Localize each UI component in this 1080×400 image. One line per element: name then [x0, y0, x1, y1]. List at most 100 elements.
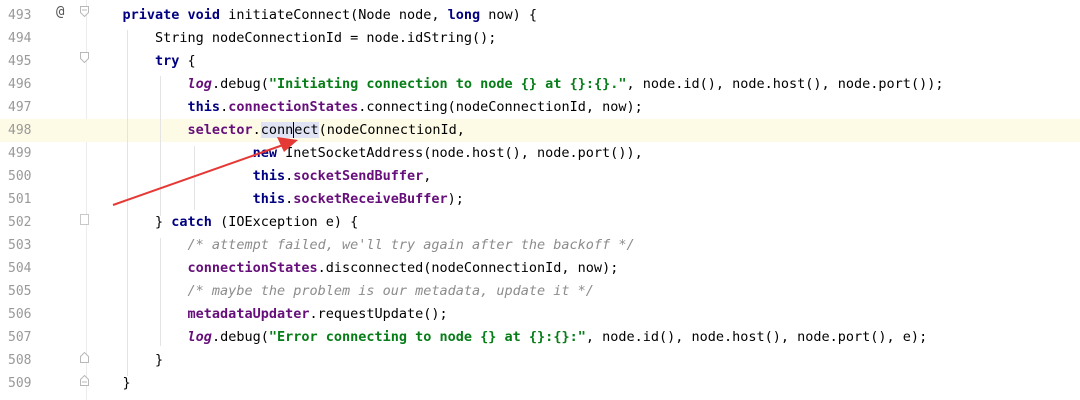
line-number: 507	[8, 330, 32, 345]
fold-open-icon[interactable]	[80, 6, 89, 17]
code-token: selector	[187, 122, 253, 138]
code-text[interactable]: metadataUpdater.requestUpdate();	[90, 303, 448, 326]
code-token: .	[285, 168, 294, 184]
fold-close-icon[interactable]	[80, 352, 89, 363]
code-token: .requestUpdate();	[309, 306, 448, 322]
code-line[interactable]: 495 try {	[0, 50, 1080, 73]
code-text[interactable]: log.debug("Initiating connection to node…	[90, 73, 944, 96]
code-token: ,	[423, 168, 432, 184]
code-token: , node.id(), node.host(), node.port());	[626, 76, 944, 92]
line-number: 504	[8, 261, 32, 276]
code-text[interactable]: } catch (IOException e) {	[90, 211, 358, 234]
code-line[interactable]: 496 log.debug("Initiating connection to …	[0, 73, 1080, 96]
line-number: 509	[8, 376, 32, 391]
fold-open-icon[interactable]	[80, 52, 89, 63]
code-token: try	[155, 53, 188, 69]
code-token: initiateConnect(Node node,	[228, 7, 448, 23]
code-text[interactable]: log.debug("Error connecting to node {} a…	[90, 326, 928, 349]
line-number: 494	[8, 31, 32, 46]
code-line[interactable]: 508 }	[0, 349, 1080, 372]
code-token: .debug(	[211, 76, 269, 92]
code-text[interactable]: this.connectionStates.connecting(nodeCon…	[90, 96, 643, 119]
code-token: this	[252, 168, 286, 184]
code-token: long	[447, 7, 489, 23]
code-token: socketReceiveBuffer	[293, 191, 448, 207]
code-line[interactable]: 498 selector.connect(nodeConnectionId,	[0, 119, 1080, 142]
code-text[interactable]: }	[90, 349, 163, 372]
line-number: 497	[8, 100, 32, 115]
code-text[interactable]: private void initiateConnect(Node node, …	[90, 4, 538, 27]
line-number: 501	[8, 192, 32, 207]
code-token: );	[447, 191, 464, 207]
code-token: ect	[293, 122, 319, 138]
line-number: 502	[8, 215, 32, 230]
indent-guide	[160, 238, 161, 346]
line-number-gutter[interactable]	[0, 0, 87, 400]
code-line[interactable]: 499 new InetSocketAddress(node.host(), n…	[0, 142, 1080, 165]
code-text[interactable]: /* attempt failed, we'll try again after…	[90, 234, 635, 257]
code-line[interactable]: 504 connectionStates.disconnected(nodeCo…	[0, 257, 1080, 280]
code-token: /* attempt failed, we'll try again after…	[187, 237, 635, 253]
code-token: /* maybe the problem is our metadata, up…	[187, 283, 594, 299]
code-token: (IOException e) {	[220, 214, 359, 230]
line-number: 503	[8, 238, 32, 253]
code-token: metadataUpdater	[187, 306, 310, 322]
code-text[interactable]: }	[90, 372, 131, 395]
indent-guide	[127, 30, 128, 376]
line-number: 508	[8, 353, 32, 368]
indent-guide	[160, 76, 161, 216]
indent-guide	[194, 146, 195, 210]
code-line[interactable]: 501 this.socketReceiveBuffer);	[0, 188, 1080, 211]
code-token: }	[90, 352, 164, 368]
code-line[interactable]: 497 this.connectionStates.connecting(nod…	[0, 96, 1080, 119]
code-text[interactable]: connectionStates.disconnected(nodeConnec…	[90, 257, 619, 280]
line-number: 499	[8, 146, 32, 161]
code-token: String nodeConnectionId = node.idString(…	[90, 30, 497, 46]
fold-icon[interactable]	[80, 214, 89, 225]
code-token: InetSocketAddress(node.host(), node.port…	[285, 145, 643, 161]
line-number: 495	[8, 54, 32, 69]
code-token: .disconnected(nodeConnectionId, now);	[317, 260, 619, 276]
code-line[interactable]: 494 String nodeConnectionId = node.idStr…	[0, 27, 1080, 50]
code-text[interactable]: selector.connect(nodeConnectionId,	[90, 119, 465, 142]
code-token: socketSendBuffer	[293, 168, 424, 184]
code-token: .	[220, 99, 229, 115]
code-token: now) {	[488, 7, 538, 23]
code-token: .	[252, 122, 261, 138]
line-number: 506	[8, 307, 32, 322]
code-line[interactable]: 505 /* maybe the problem is our metadata…	[0, 280, 1080, 303]
code-token: .connecting(nodeConnectionId, now);	[358, 99, 643, 115]
code-text[interactable]: String nodeConnectionId = node.idString(…	[90, 27, 496, 50]
code-line[interactable]: 507 log.debug("Error connecting to node …	[0, 326, 1080, 349]
code-text[interactable]: this.socketReceiveBuffer);	[90, 188, 464, 211]
code-text[interactable]: this.socketSendBuffer,	[90, 165, 432, 188]
code-token: private void	[122, 7, 229, 23]
code-token: log	[187, 329, 212, 345]
code-token: "Error connecting to node {} at {}:{}:"	[268, 329, 586, 345]
code-line[interactable]: 506 metadataUpdater.requestUpdate();	[0, 303, 1080, 326]
code-token: "Initiating connection to node {} at {}:…	[268, 76, 627, 92]
code-text[interactable]: try {	[90, 50, 196, 73]
line-number: 505	[8, 284, 32, 299]
line-number: 500	[8, 169, 32, 184]
code-line[interactable]: 509 }	[0, 372, 1080, 395]
code-token: (nodeConnectionId,	[318, 122, 465, 138]
code-text[interactable]: new InetSocketAddress(node.host(), node.…	[90, 142, 643, 165]
override-marker-icon[interactable]: @	[56, 4, 65, 20]
code-line[interactable]: 500 this.socketSendBuffer,	[0, 165, 1080, 188]
fold-close-icon[interactable]	[80, 375, 89, 386]
code-line[interactable]: 502 } catch (IOException e) {	[0, 211, 1080, 234]
code-line[interactable]: 503 /* attempt failed, we'll try again a…	[0, 234, 1080, 257]
code-token: log	[187, 76, 212, 92]
code-token: connectionStates	[187, 260, 318, 276]
line-number: 498	[8, 123, 32, 138]
code-token: {	[187, 53, 196, 69]
code-line[interactable]: 493 private void initiateConnect(Node no…	[0, 4, 1080, 27]
code-text[interactable]: /* maybe the problem is our metadata, up…	[90, 280, 594, 303]
code-token: .debug(	[211, 329, 269, 345]
code-token: , node.id(), node.host(), node.port(), e…	[585, 329, 928, 345]
code-token: connectionStates	[228, 99, 359, 115]
code-token: conn	[260, 122, 294, 138]
